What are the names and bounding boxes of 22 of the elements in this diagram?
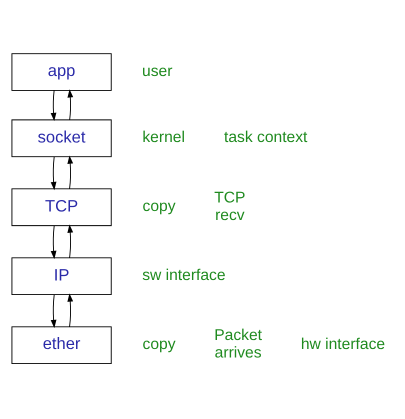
label: sw interface — [142, 266, 226, 284]
label: task context — [224, 128, 308, 146]
label: TCP recv — [214, 188, 246, 224]
node-box: app — [11, 52, 112, 90]
arrow — [67, 224, 74, 258]
arrow — [67, 292, 74, 327]
node-box: socket — [11, 118, 112, 157]
arrow — [67, 154, 74, 189]
label: copy — [142, 198, 176, 215]
label: Packet arrives — [214, 326, 262, 362]
label: copy — [142, 335, 176, 352]
arrow — [50, 156, 56, 190]
node-box: IP — [11, 256, 112, 295]
label: hw interface — [300, 335, 386, 352]
arrow — [50, 90, 56, 121]
arrow — [50, 224, 56, 259]
node-box: ether — [11, 326, 112, 364]
node-box: TCP — [11, 188, 112, 226]
arrow — [67, 88, 74, 120]
label: user — [142, 62, 172, 80]
label: kernel — [142, 128, 185, 146]
arrow — [50, 294, 56, 328]
